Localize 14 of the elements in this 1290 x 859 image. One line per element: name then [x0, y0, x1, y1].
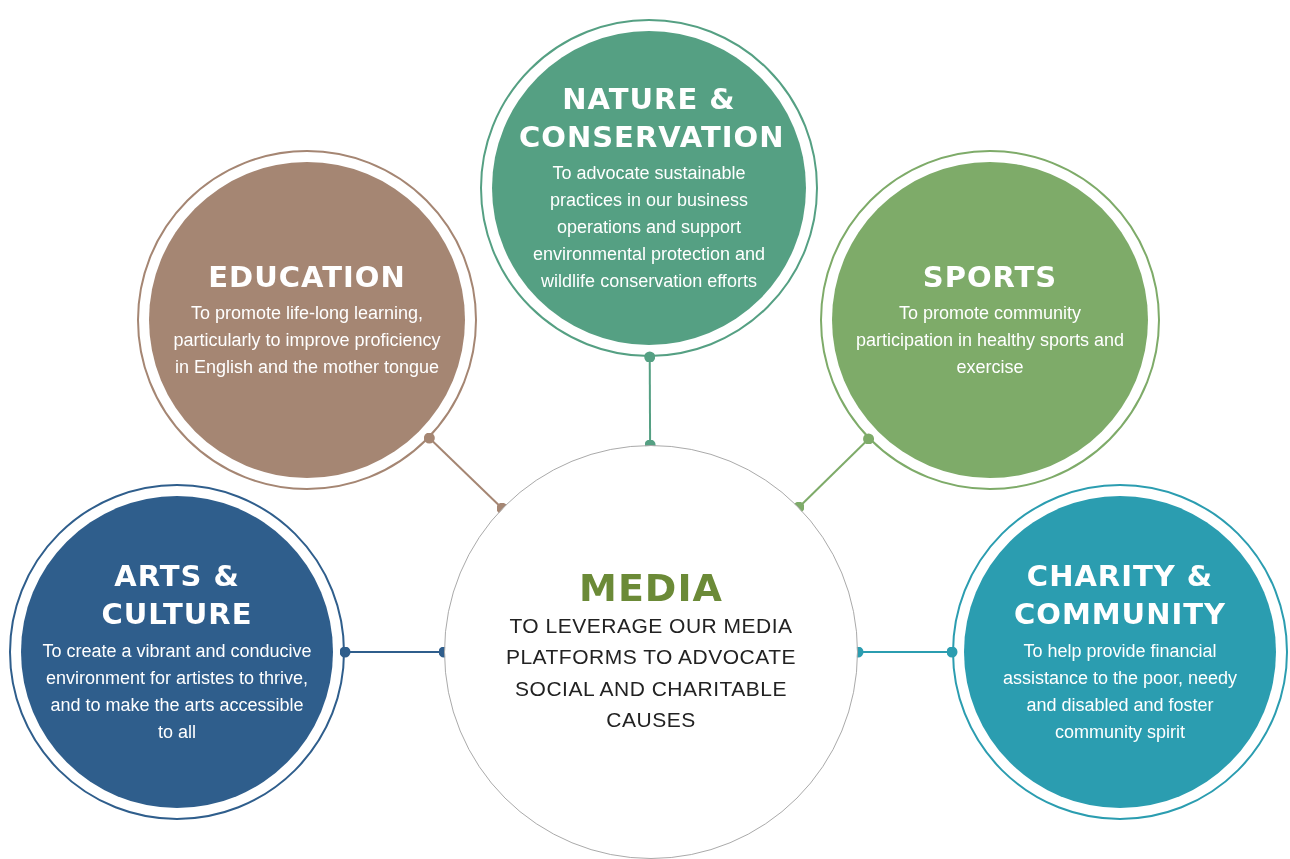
category-heading: ARTS & CULTURE — [100, 558, 254, 633]
category-description: To promote community participation in healthy sports and exercise — [855, 302, 1125, 380]
category-heading: SPORTS — [921, 258, 1059, 296]
category-heading: EDUCATION — [207, 258, 407, 296]
category-description: To create a vibrant and conducive environment for artistes to thrive, and to make the arts accessible to all — [42, 639, 312, 744]
category-description: To promote life-long learning, particularly to improve proficiency in English and the mother tongue — [172, 302, 442, 380]
category-description: To advocate sustainable practices in our business operations and support environmental protection and wildlife conservation efforts — [531, 162, 767, 294]
category-heading: MEDIA — [578, 568, 724, 610]
connector-line — [793, 433, 875, 513]
category-description: To help provide financial assistance to the poor, needy and disabled and foster community spirit — [1001, 639, 1239, 744]
category-heading: CHARITY & COMMUNITY — [1012, 558, 1227, 633]
category-heading: NATURE & CONSERVATION — [519, 80, 779, 156]
connector-line — [423, 432, 508, 514]
category-description: TO LEVERAGE OUR MEDIA PLATFORMS TO ADVOCATE SOCIAL AND CHARITABLE CAUSES — [504, 612, 798, 734]
